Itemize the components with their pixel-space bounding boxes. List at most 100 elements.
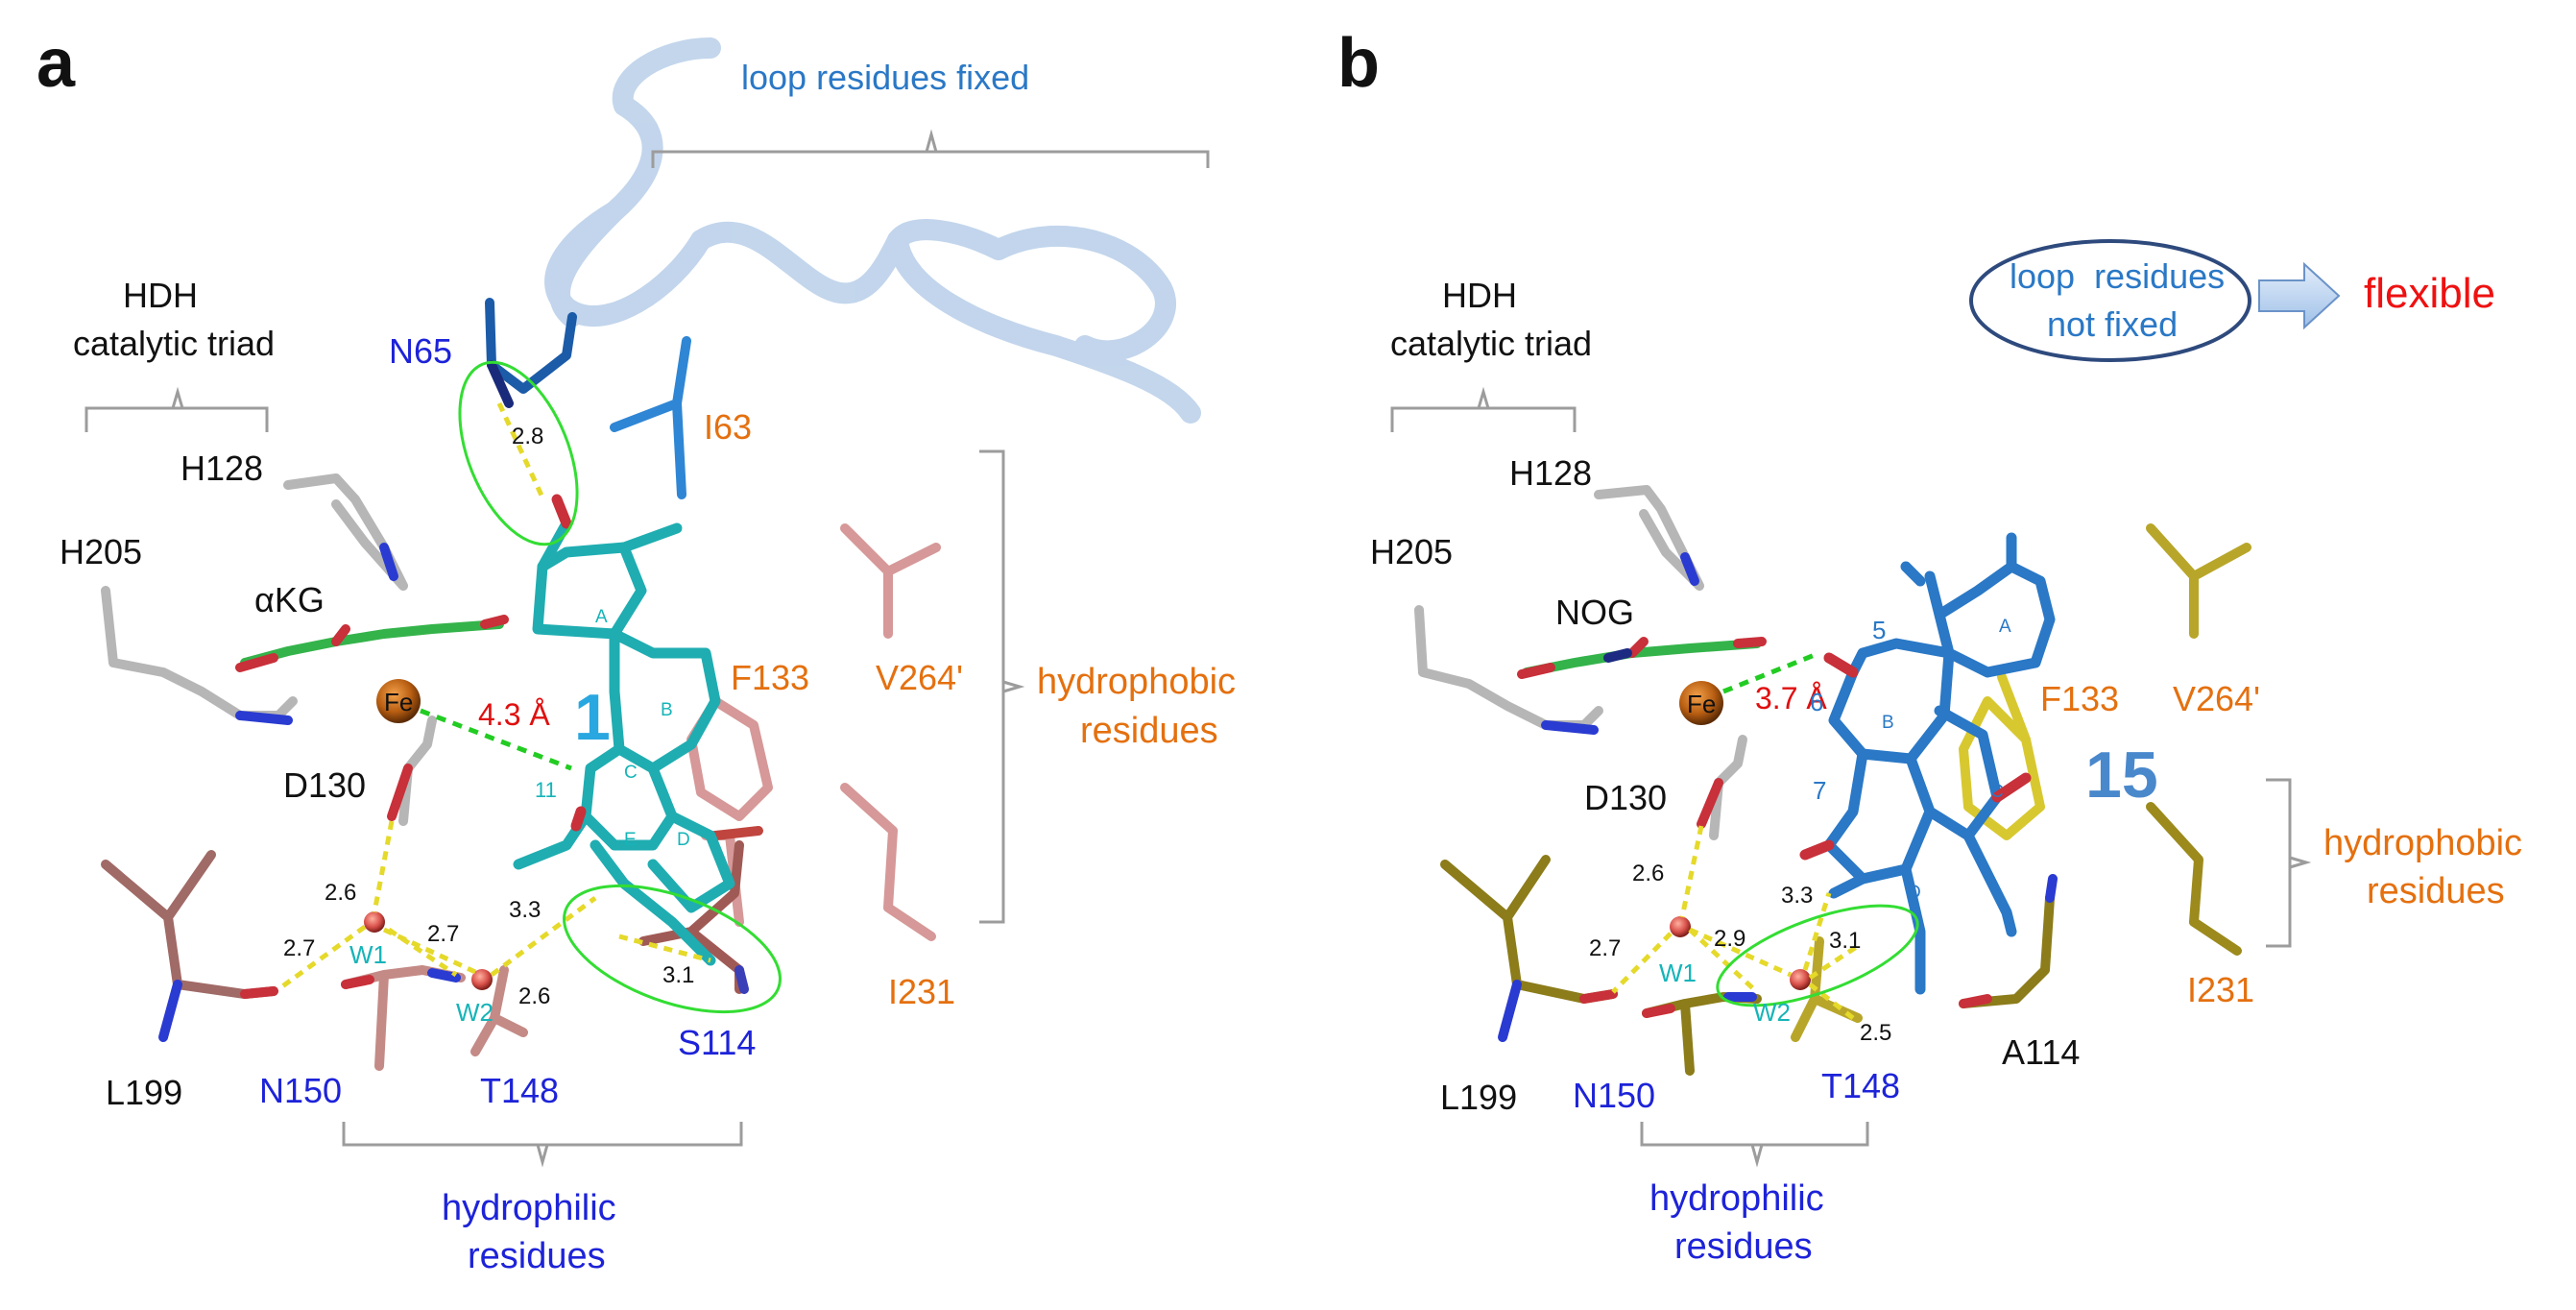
label-fe-distance-a: 4.3 Å xyxy=(478,697,550,732)
water-w1-a xyxy=(364,911,385,933)
label-nog: NOG xyxy=(1555,593,1634,632)
dist-a-2: 2.7 xyxy=(283,935,315,961)
label-hydrophilic-b-1: hydrophilic xyxy=(1649,1178,1824,1219)
ligand-15-b xyxy=(1799,532,2056,995)
bracket-hydrophobic-a xyxy=(979,449,1025,924)
label-h205-a: H205 xyxy=(60,532,142,571)
dist-b-3: 3.3 xyxy=(1781,883,1813,909)
label-triad-1-a: HDH xyxy=(123,276,198,315)
oval-not-fixed xyxy=(1969,239,2251,362)
dist-a-6: 3.1 xyxy=(662,962,694,988)
fe-atom-b xyxy=(1679,681,1723,725)
label-n150-a: N150 xyxy=(259,1071,342,1110)
label-w1-a: W1 xyxy=(349,940,387,969)
label-h205-b: H205 xyxy=(1370,532,1453,571)
label-ring-d-b: D xyxy=(1908,883,1921,903)
label-triad-1-b: HDH xyxy=(1442,276,1517,315)
label-triad-2-b: catalytic triad xyxy=(1390,324,1592,363)
label-w2-b: W2 xyxy=(1753,998,1791,1027)
label-hydrophobic-a-1: hydrophobic xyxy=(1037,662,1236,702)
label-f133-a: F133 xyxy=(731,658,809,697)
dist-a-5: 2.6 xyxy=(518,983,550,1009)
label-l199-b: L199 xyxy=(1440,1078,1517,1117)
dist-b-5: 2.5 xyxy=(1860,1020,1891,1046)
label-ring-e-a: E xyxy=(624,830,637,850)
label-a114: A114 xyxy=(2002,1032,2080,1072)
loop-tube-a xyxy=(544,37,1201,424)
label-t148-b: T148 xyxy=(1821,1066,1900,1105)
label-atom-11: 11 xyxy=(535,778,557,802)
contact-oval-s114 xyxy=(563,884,782,1014)
panel-b: b xyxy=(1337,25,2522,1267)
label-triad-2-a: catalytic triad xyxy=(73,324,275,363)
label-w2-a: W2 xyxy=(456,998,494,1027)
bracket-hydrophilic-b xyxy=(1640,1122,1869,1168)
label-h128-a: H128 xyxy=(181,449,263,488)
dist-a-4: 3.3 xyxy=(509,897,541,923)
dist-b-2: 2.9 xyxy=(1714,926,1745,952)
water-w2-a xyxy=(471,969,493,990)
label-hydrophilic-b-2: residues xyxy=(1674,1226,1813,1267)
water-w2-b xyxy=(1790,969,1811,990)
label-flexible: flexible xyxy=(2364,270,2495,317)
label-hydrophobic-a-2: residues xyxy=(1080,711,1218,751)
label-d130-a: D130 xyxy=(283,765,366,805)
label-ligand-1: 1 xyxy=(574,681,611,754)
panel-a: a xyxy=(36,25,1236,1276)
panel-b-letter: b xyxy=(1337,25,1380,102)
label-ring-a-a: A xyxy=(595,607,608,627)
hbonds-a xyxy=(277,401,711,992)
label-f133-b: F133 xyxy=(2040,679,2119,718)
label-i63: I63 xyxy=(704,407,752,447)
label-atom-7: 7 xyxy=(1813,776,1826,805)
label-v264-a: V264' xyxy=(876,658,963,697)
label-ring-c-b: C xyxy=(1990,782,2004,802)
contact-oval-t148 xyxy=(1716,904,1919,1007)
label-v264-b: V264' xyxy=(2173,679,2260,718)
dist-a-3: 2.7 xyxy=(427,921,459,947)
label-ring-d-a: D xyxy=(677,830,690,850)
label-fe-distance-b: 3.7 Å xyxy=(1755,681,1827,716)
label-ligand-15: 15 xyxy=(2085,739,2158,812)
label-l199-a: L199 xyxy=(106,1073,182,1112)
contact-oval-n65 xyxy=(458,360,579,546)
fe-atom-a xyxy=(376,679,421,723)
label-atom-6: 6 xyxy=(1810,688,1823,716)
label-ring-b-a: B xyxy=(661,700,673,720)
bracket-triad-a xyxy=(84,386,269,432)
label-oval-2: not fixed xyxy=(2047,304,2178,344)
label-atom-5: 5 xyxy=(1872,616,1886,644)
label-h128-b: H128 xyxy=(1509,453,1592,493)
ligand-1-a xyxy=(513,494,735,966)
label-d130-b: D130 xyxy=(1584,778,1667,817)
bracket-triad-b xyxy=(1390,386,1577,432)
dist-a-0: 2.8 xyxy=(512,424,543,449)
label-n65: N65 xyxy=(389,331,452,371)
dist-b-0: 2.6 xyxy=(1632,861,1664,886)
dist-b-4: 3.1 xyxy=(1829,928,1861,954)
label-ring-a-b: A xyxy=(1999,617,2011,637)
label-i231-b: I231 xyxy=(2187,970,2254,1009)
fe-label-a: Fe xyxy=(384,688,413,716)
residue-sticks-a xyxy=(101,298,941,1071)
label-ring-c-a: C xyxy=(624,763,638,783)
bracket-loop-a xyxy=(651,129,1210,168)
label-s114: S114 xyxy=(678,1023,756,1062)
arrow-flexible xyxy=(2258,261,2341,330)
label-ring-b-b: B xyxy=(1882,713,1894,733)
label-hydrophobic-b-1: hydrophobic xyxy=(2323,823,2522,863)
label-akg: αKG xyxy=(254,580,325,619)
label-n150-b: N150 xyxy=(1573,1076,1655,1115)
bracket-hydrophilic-a xyxy=(342,1122,743,1168)
dist-a-1: 2.6 xyxy=(325,880,356,906)
label-oval-1: loop residues xyxy=(2010,256,2225,296)
label-i231-a: I231 xyxy=(888,972,955,1011)
label-loop-fixed: loop residues fixed xyxy=(741,58,1029,97)
label-hydrophilic-a-1: hydrophilic xyxy=(442,1188,616,1228)
water-w1-b xyxy=(1670,916,1691,937)
label-hydrophilic-a-2: residues xyxy=(468,1236,606,1276)
label-t148-a: T148 xyxy=(480,1071,559,1110)
label-hydrophobic-b-2: residues xyxy=(2367,871,2505,911)
